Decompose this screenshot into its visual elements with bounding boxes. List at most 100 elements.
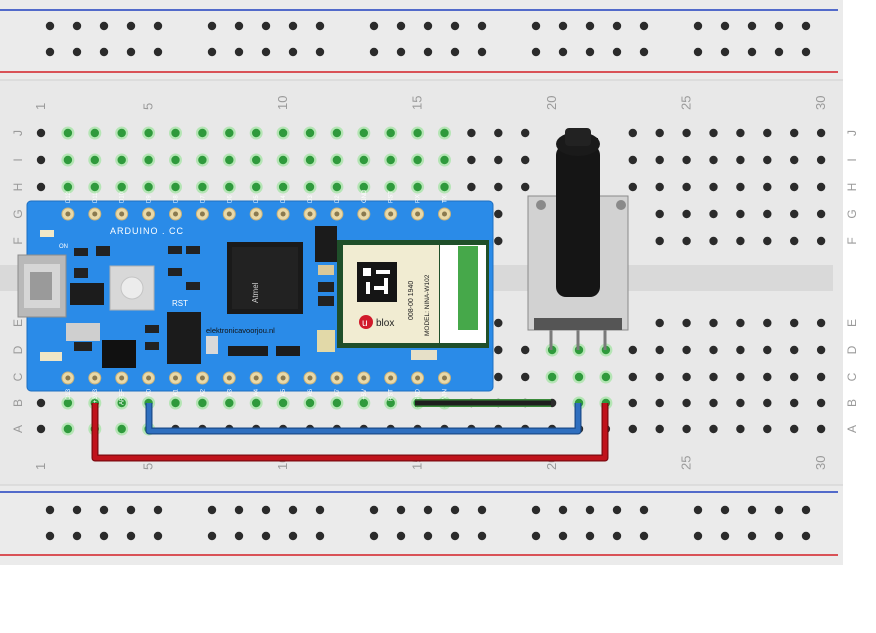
rail-hole	[72, 47, 82, 57]
column-number: 1	[33, 103, 48, 110]
terminal-hole	[763, 398, 772, 408]
arduino-pin-label: GND	[416, 388, 422, 402]
terminal-hole	[736, 372, 745, 382]
terminal-hole	[763, 424, 772, 434]
row-letter: D	[845, 345, 859, 354]
terminal-hole	[90, 155, 100, 165]
terminal-hole	[682, 182, 691, 192]
terminal-hole	[278, 182, 288, 192]
terminal-hole	[63, 424, 73, 434]
arduino-pin-label: D2	[335, 195, 341, 203]
terminal-hole	[521, 128, 530, 138]
arduino-pin-label: D12	[66, 191, 72, 203]
terminal-hole	[359, 398, 368, 408]
arduino-pin-label: D3	[308, 195, 314, 203]
terminal-hole	[682, 424, 691, 434]
rail-hole	[315, 21, 325, 31]
row-letter: C	[11, 372, 25, 381]
row-letter: I	[845, 158, 859, 161]
terminal-hole	[655, 182, 664, 192]
terminal-hole	[252, 182, 261, 192]
terminal-hole	[494, 345, 503, 355]
terminal-hole	[413, 128, 422, 138]
module-model: MODEL: NINA-W102	[424, 274, 431, 336]
arduino-pin-label: RST	[389, 191, 395, 203]
rail-hole	[450, 531, 460, 541]
terminal-hole	[816, 372, 826, 382]
red-wire	[92, 403, 608, 461]
terminal-hole	[386, 155, 395, 165]
terminal-hole	[790, 236, 799, 246]
smd-component	[74, 248, 88, 256]
board-label: ARDUINO . CC	[110, 226, 184, 236]
terminal-hole	[198, 182, 207, 192]
arduino-pin-label: RST	[389, 389, 395, 401]
rail-hole	[531, 21, 541, 31]
terminal-hole	[816, 128, 826, 138]
terminal-hole	[117, 128, 126, 138]
rail-hole	[693, 21, 703, 31]
terminal-hole	[790, 398, 799, 408]
terminal-hole	[252, 128, 261, 138]
terminal-hole	[763, 372, 772, 382]
rail-hole	[396, 505, 406, 515]
terminal-hole	[494, 318, 503, 328]
rail-hole	[45, 47, 55, 57]
rail-hole	[423, 47, 433, 57]
terminal-hole	[763, 128, 772, 138]
ublox-brand: blox	[376, 318, 394, 329]
terminal-hole	[790, 128, 799, 138]
rail-hole	[774, 21, 784, 31]
terminal-hole	[790, 318, 799, 328]
rail-hole	[450, 505, 460, 515]
terminal-hole	[225, 182, 234, 192]
rail-hole	[774, 47, 784, 57]
rail-hole	[288, 531, 298, 541]
rail-hole	[45, 505, 55, 515]
arduino-pin-label: A4	[254, 388, 260, 396]
arduino-pin-label: GND	[362, 189, 368, 203]
terminal-hole	[359, 128, 368, 138]
rail-hole	[207, 505, 217, 515]
terminal-hole	[816, 345, 826, 355]
terminal-hole	[736, 155, 745, 165]
column-number: 10	[275, 96, 290, 110]
terminal-hole	[144, 155, 153, 165]
rail-hole	[207, 47, 217, 57]
wires	[91, 399, 609, 462]
terminal-hole	[386, 182, 395, 192]
rail-hole	[99, 531, 109, 541]
rail-hole	[747, 505, 757, 515]
terminal-hole	[736, 209, 745, 219]
row-letter: I	[11, 158, 25, 161]
terminal-hole	[682, 128, 691, 138]
terminal-hole	[305, 398, 315, 408]
module-code: 008-00 1940	[408, 281, 415, 320]
arduino-pin-label: D4	[281, 195, 287, 203]
arduino-pin-label: D10	[120, 191, 126, 203]
rail-hole	[612, 505, 622, 515]
terminal-hole	[494, 236, 503, 246]
terminal-hole	[628, 398, 637, 408]
terminal-hole	[709, 182, 718, 192]
terminal-hole	[278, 398, 288, 408]
terminal-hole	[790, 345, 799, 355]
terminal-hole	[736, 345, 745, 355]
terminal-hole	[171, 155, 180, 165]
terminal-hole	[682, 318, 691, 328]
terminal-hole	[36, 155, 46, 165]
arduino-pin-label: D5	[254, 195, 260, 203]
terminal-hole	[682, 372, 691, 382]
rail-hole	[234, 21, 244, 31]
rail-hole	[531, 531, 541, 541]
terminal-hole	[225, 155, 234, 165]
terminal-hole	[763, 236, 772, 246]
terminal-hole	[655, 128, 664, 138]
rail-hole	[315, 531, 325, 541]
terminal-hole	[467, 182, 476, 192]
terminal-hole	[144, 128, 153, 138]
terminal-hole	[117, 182, 126, 192]
rail-hole	[531, 47, 541, 57]
terminal-hole	[628, 128, 637, 138]
rail-hole	[774, 505, 784, 515]
